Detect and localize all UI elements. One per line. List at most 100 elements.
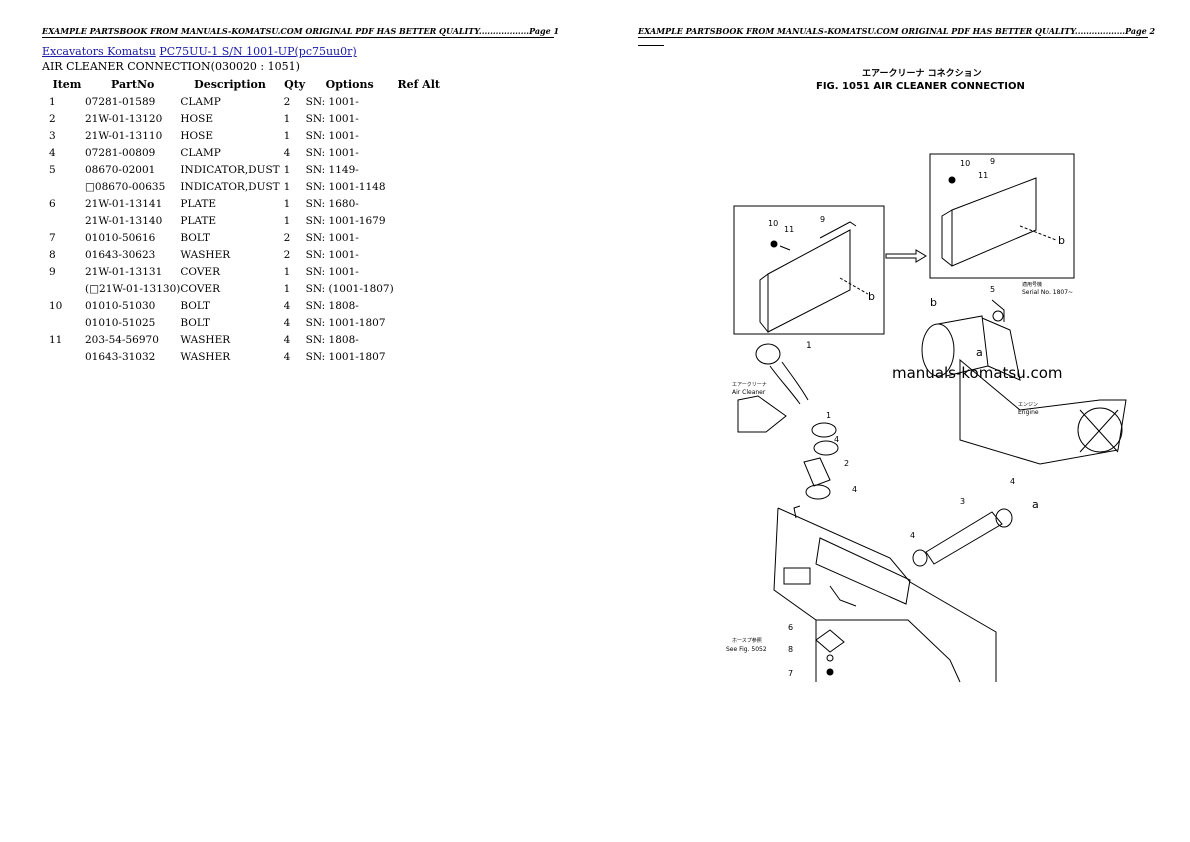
row-partno: 21W-01-13141 (85, 197, 163, 210)
row-qty: 4 (283, 316, 291, 329)
table-row: 6 21W-01-13141 PLATE 1 SN: 1680- (42, 195, 444, 212)
row-options: SN: 1001- (305, 231, 359, 244)
row-description: HOSE (180, 112, 213, 125)
row-options: SN: 1149- (305, 163, 359, 176)
row-partno: 07281-01589 (85, 95, 156, 108)
engine-assembly (921, 299, 1127, 465)
row-item: 2 (49, 112, 56, 125)
row-description: CLAMP (180, 146, 221, 159)
callout-4: 4 (834, 435, 839, 444)
hose-assembly (737, 343, 839, 519)
engine-label: Engine (1018, 409, 1039, 416)
callout-4d: 4 (910, 531, 915, 540)
see-fig-label: See Fig. 5052 (726, 646, 767, 653)
row-ref-alt (394, 348, 444, 365)
row-options: SN: 1001- (305, 95, 359, 108)
divider (638, 45, 664, 46)
row-ref-alt (394, 161, 444, 178)
row-options: SN: 1808- (305, 333, 359, 346)
watermark: manuals-komatsu.com (892, 364, 1063, 382)
row-description: WASHER (180, 248, 231, 261)
callout-4b: 4 (852, 485, 857, 494)
row-ref-alt (394, 195, 444, 212)
mounting-plate (815, 629, 845, 676)
row-options: SN: 1001-1679 (305, 214, 386, 227)
row-description: WASHER (180, 350, 231, 363)
row-description: BOLT (180, 299, 211, 312)
row-item (42, 314, 85, 331)
row-options: SN: 1680- (305, 197, 359, 210)
breadcrumb-link-category[interactable]: Excavators Komatsu (42, 45, 156, 58)
header-qty: Qty (284, 78, 306, 91)
row-options: SN: 1808- (305, 299, 359, 312)
callout-2: 2 (844, 459, 849, 468)
row-ref-alt (394, 280, 444, 297)
row-item (42, 212, 85, 229)
row-qty: 4 (283, 146, 291, 159)
header-ref-alt: Ref Alt (397, 78, 440, 91)
row-item: 8 (49, 248, 56, 261)
row-item: 10 (49, 299, 63, 312)
row-partno: 203-54-56970 (85, 333, 159, 346)
figure-title-jp: エアークリーナ コネクション (862, 68, 982, 79)
row-options: SN: 1001- (305, 265, 359, 278)
row-item: 7 (49, 231, 56, 244)
row-partno: (□21W-01-13130) (85, 282, 181, 295)
row-qty: 2 (283, 248, 291, 261)
table-header-row: Item PartNo Description Qty Options Ref … (42, 76, 444, 93)
row-qty: 4 (283, 333, 291, 346)
row-ref-alt (394, 110, 444, 127)
row-partno: □08670-00635 (85, 180, 166, 193)
breadcrumb-link-model[interactable]: PC75UU-1 S/N 1001-UP(pc75uu0r) (159, 45, 357, 58)
air-cleaner-label: Air Cleaner (732, 389, 766, 396)
row-qty: 4 (283, 299, 291, 312)
callout-b: b (868, 290, 875, 303)
row-partno: 01010-51030 (85, 299, 156, 312)
row-partno: 07281-00809 (85, 146, 156, 159)
callout-6: 6 (788, 623, 793, 632)
row-item (42, 178, 85, 195)
callout-4c: 4 (1010, 477, 1015, 486)
row-item (42, 348, 85, 365)
row-ref-alt (394, 297, 444, 314)
arrow-icon (885, 249, 927, 263)
row-options: SN: 1001-1148 (305, 180, 386, 193)
parts-table: Item PartNo Description Qty Options Ref … (42, 76, 444, 365)
section-title: AIR CLEANER CONNECTION(030020 : 1051) (42, 60, 300, 73)
callout-11: 11 (784, 225, 794, 234)
inset-old-cover (733, 205, 885, 335)
row-description: WASHER (180, 333, 231, 346)
row-item: 5 (49, 163, 56, 176)
row-description: CLAMP (180, 95, 221, 108)
callout-11b: 11 (978, 171, 988, 180)
row-ref-alt (394, 246, 444, 263)
row-partno: 01010-50616 (85, 231, 156, 244)
row-qty: 1 (283, 197, 291, 210)
row-description: INDICATOR,DUST (180, 180, 280, 193)
inset-new-cover (929, 153, 1075, 279)
row-item: 6 (49, 197, 56, 210)
row-ref-alt (394, 229, 444, 246)
row-description: PLATE (180, 214, 217, 227)
row-options: SN: (1001-1807) (305, 282, 394, 295)
header-options: Options (325, 78, 374, 91)
row-qty: 1 (283, 129, 291, 142)
row-partno: 21W-01-13140 (85, 214, 163, 227)
row-qty: 2 (283, 231, 291, 244)
row-qty: 4 (283, 350, 291, 363)
row-qty: 1 (283, 265, 291, 278)
row-description: PLATE (180, 197, 217, 210)
callout-10b: 10 (960, 159, 970, 168)
hose-3 (912, 508, 1013, 567)
parts-diagram: エアークリーナ コネクション FIG. 1051 AIR CLEANER CON… (726, 68, 1127, 683)
